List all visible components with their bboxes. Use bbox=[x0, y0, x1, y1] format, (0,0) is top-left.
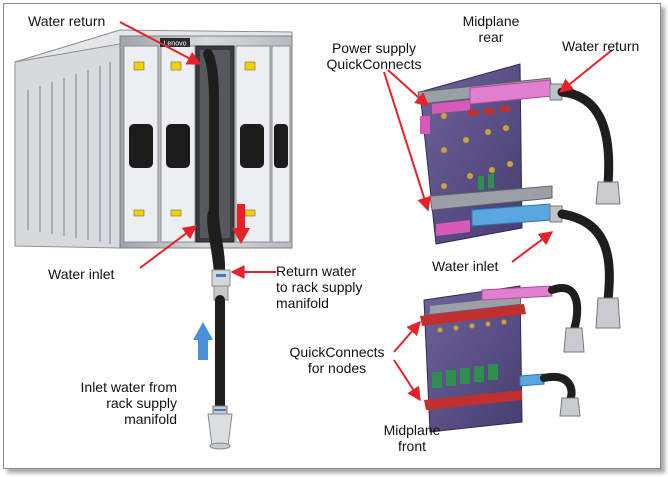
callout-arrow-water-inlet-right bbox=[511, 231, 554, 263]
label-midplane-rear: Midplane rear bbox=[462, 13, 520, 45]
label-water-return-left: Water return bbox=[28, 13, 106, 29]
callout-arrow-water-inlet-left bbox=[139, 225, 198, 269]
left-hose-assembly bbox=[203, 49, 233, 450]
callout-arrow-power-supply-1 bbox=[387, 69, 430, 107]
callout-arrow-quickconnects-2 bbox=[393, 359, 421, 402]
callout-arrow-water-return-right bbox=[558, 49, 613, 93]
label-power-supply-quickconnects: Power supply QuickConnects bbox=[326, 40, 422, 72]
label-water-inlet-right: Water inlet bbox=[432, 258, 499, 274]
chassis bbox=[14, 29, 293, 249]
label-water-inlet-left: Water inlet bbox=[48, 266, 115, 282]
label-water-return-right: Water return bbox=[562, 38, 640, 54]
label-quickconnects-for-nodes: QuickConnects for nodes bbox=[289, 344, 385, 376]
brand-plate-text: Lenovo bbox=[164, 41, 187, 48]
label-midplane-front: Midplane front bbox=[383, 422, 441, 454]
label-inlet-water: Inlet water from rack supply manifold bbox=[80, 379, 177, 427]
callout-arrows bbox=[119, 21, 613, 402]
midplane-front-hoses bbox=[540, 284, 585, 417]
callout-arrow-power-supply-2 bbox=[383, 71, 431, 212]
flow-up-arrow bbox=[193, 322, 213, 360]
midplane-rear bbox=[417, 63, 553, 245]
callout-arrow-water-return-left bbox=[119, 21, 202, 65]
label-return-water: Return water to rack supply manifold bbox=[276, 263, 363, 311]
midplane-front bbox=[420, 285, 553, 433]
callout-arrow-quickconnects-1 bbox=[393, 320, 421, 353]
midplane-rear-hoses bbox=[549, 83, 621, 329]
flow-down-arrow bbox=[232, 204, 250, 244]
